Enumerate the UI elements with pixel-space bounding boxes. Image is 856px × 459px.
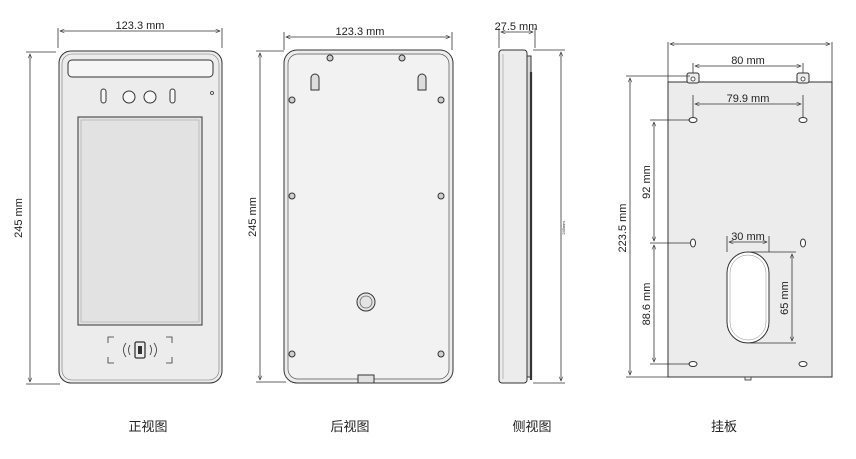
plate-mounting-holes	[688, 117, 808, 367]
back-width-label: 123.3 mm	[336, 26, 385, 38]
back-view-caption: 后视图	[330, 420, 369, 435]
back-height-label: 245 mm	[247, 197, 259, 237]
front-light-sensor	[210, 91, 214, 95]
plate-view: 80 mm 79.9 mm 223.5 mm 92 mm	[617, 42, 833, 435]
plate-slot-height-label: 65 mm	[779, 281, 791, 315]
back-bottom-latch	[357, 374, 375, 384]
back-keyhole-right	[417, 73, 427, 91]
plate-top-holes-label: 80 mm	[731, 55, 765, 67]
front-display-screen	[77, 116, 203, 326]
front-camera-right	[143, 90, 157, 104]
side-view: 27.5 mm 245mm 侧视图	[495, 21, 566, 435]
plate-row-holes-label: 79.9 mm	[727, 93, 770, 105]
front-ir-sensor-left	[100, 88, 107, 104]
front-view: 123.3 mm 245 mm 正	[13, 20, 223, 435]
front-view-caption: 正视图	[128, 420, 167, 435]
plate-height-label: 223.5 mm	[617, 204, 629, 253]
plate-cable-slot	[726, 251, 770, 344]
plate-lower-gap-label: 88.6 mm	[641, 283, 653, 326]
plate-view-caption: 挂板	[711, 420, 737, 435]
side-view-caption: 侧视图	[512, 420, 551, 435]
back-view: 123.3 mm 245 mm 后视图	[247, 26, 454, 435]
nfc-icon	[107, 336, 173, 364]
front-ir-sensor-right	[169, 88, 176, 104]
side-depth-label: 27.5 mm	[495, 21, 538, 33]
side-height-label: 245mm	[561, 221, 566, 235]
front-width-label: 123.3 mm	[116, 20, 165, 32]
front-top-light-bar	[67, 59, 214, 78]
plate-upper-gap-label: 92 mm	[641, 165, 653, 199]
back-keyhole-left	[310, 73, 320, 91]
front-height-label: 245 mm	[13, 198, 25, 238]
back-screws	[288, 54, 445, 358]
front-camera-left	[122, 90, 136, 104]
plate-slot-width-label: 30 mm	[731, 231, 765, 243]
